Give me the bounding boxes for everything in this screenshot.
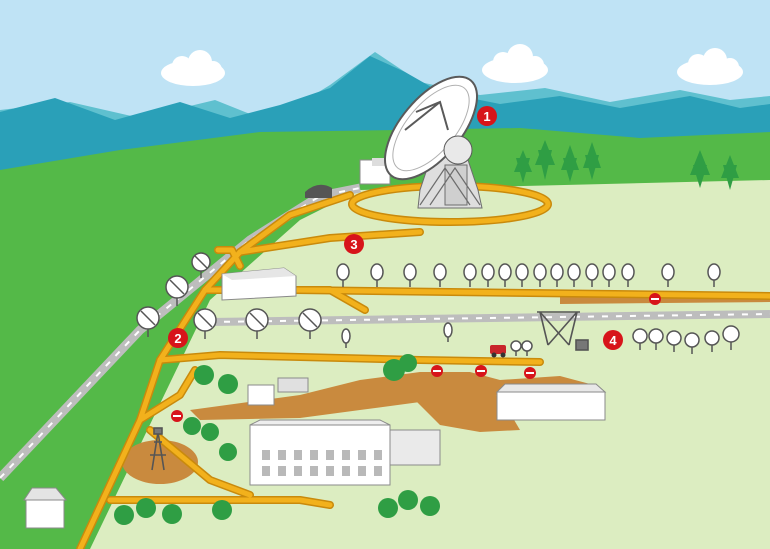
marker-2[interactable]: 2 [168, 328, 188, 348]
pine-tree [561, 145, 579, 182]
round-tree [194, 365, 214, 385]
marker-3-label: 3 [350, 237, 357, 252]
round-tree [136, 498, 156, 518]
marker-1[interactable]: 1 [477, 106, 497, 126]
railway-ties-east [209, 313, 770, 323]
lab-building-north [221, 267, 297, 301]
cloud-1 [161, 50, 225, 86]
gantry-crane [537, 311, 589, 351]
road-network [76, 182, 770, 549]
round-tree [162, 504, 182, 524]
buildings [23, 158, 607, 529]
antenna-array-row [336, 263, 721, 287]
antenna-array-east [510, 325, 740, 356]
round-tree [219, 443, 237, 461]
no-entry-icon [649, 293, 661, 305]
pine-tree [583, 142, 601, 180]
cloud-3 [677, 48, 743, 85]
vehicle [490, 345, 506, 358]
round-tree [183, 417, 201, 435]
pine-tree [535, 140, 555, 180]
cloud-2 [482, 44, 548, 83]
marker-3[interactable]: 3 [344, 234, 364, 254]
map-markers: 1 2 3 4 [168, 106, 623, 350]
no-entry-signs [171, 293, 661, 422]
tunnel-shed [305, 184, 332, 198]
marker-2-label: 2 [174, 331, 181, 346]
round-tree [114, 505, 134, 525]
round-tree [378, 498, 398, 518]
trees [114, 140, 739, 525]
pine-tree [690, 150, 710, 188]
dirt-area-center [190, 372, 590, 420]
round-tree [399, 354, 417, 372]
round-tree [212, 500, 232, 520]
no-entry-icon [431, 365, 443, 377]
round-tree [398, 490, 418, 510]
antenna-array-west [136, 252, 453, 348]
small-sheds [247, 377, 309, 406]
marker-1-label: 1 [483, 109, 490, 124]
gatehouse [23, 487, 68, 529]
warehouse-east [495, 383, 607, 421]
pine-tree [514, 150, 532, 183]
round-tree [218, 374, 238, 394]
marker-4[interactable]: 4 [603, 330, 623, 350]
pine-tree [721, 155, 739, 190]
main-building [249, 419, 441, 486]
round-tree [420, 496, 440, 516]
telescope-45m [383, 75, 483, 209]
marker-4-label: 4 [609, 333, 617, 348]
round-tree [201, 423, 219, 441]
no-entry-icon [475, 365, 487, 377]
dirt-area-south [410, 388, 520, 432]
observation-tower [150, 427, 166, 471]
no-entry-icon [171, 410, 183, 422]
no-entry-icon [524, 367, 536, 379]
